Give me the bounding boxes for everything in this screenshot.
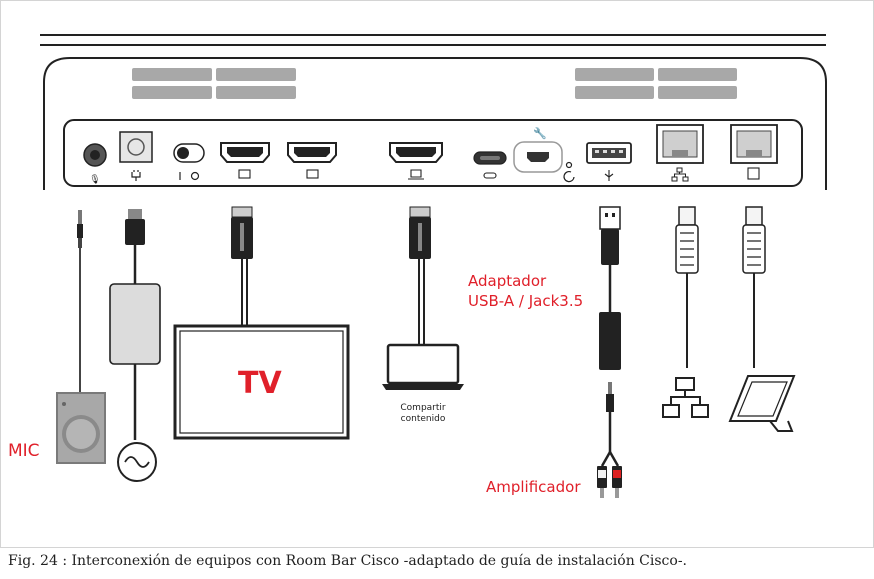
power-port <box>119 131 153 181</box>
power-plug-icon <box>131 170 141 181</box>
power-cable <box>125 209 145 285</box>
adapter-label-line2: USB-A / Jack3.5 <box>468 292 583 310</box>
power-switch <box>173 143 205 181</box>
connector-panel <box>63 119 803 187</box>
hdmi-out-port-2 <box>287 142 337 179</box>
table-microphone <box>56 392 106 464</box>
mic-label: MIC <box>8 441 40 461</box>
micro-usb-service-port: 🔧 <box>513 126 575 183</box>
usb-a-port <box>586 142 632 181</box>
hdmi-cable-laptop <box>409 206 431 345</box>
usb-icon <box>604 170 614 181</box>
ethernet-cable-touch <box>742 206 766 368</box>
laptop-icon <box>408 169 424 180</box>
ac-power-icon <box>117 442 157 482</box>
display-icon <box>306 169 319 179</box>
tv-screen <box>173 324 350 440</box>
ethernet-port-touch-controller <box>730 124 778 180</box>
room-bar-label-blocks <box>132 68 737 99</box>
display-icon <box>238 169 251 179</box>
touch-controller-icon <box>747 167 760 180</box>
share-content-label-line1: Compartir <box>400 403 446 413</box>
hdmi-in-port <box>389 142 443 180</box>
mic-jack-cable <box>77 210 83 395</box>
network-icon <box>671 167 689 182</box>
usb-a-jack-adapter <box>599 206 621 370</box>
adapter-label-line1: Adaptador <box>468 272 547 290</box>
tv-label: TV <box>238 366 282 401</box>
mic-jack-port: 🎙 <box>83 143 107 185</box>
amplifier-rca-cable <box>597 382 622 498</box>
reset-icon <box>563 171 575 183</box>
laptop-device <box>382 343 464 390</box>
hdmi-cable-tv <box>231 206 253 326</box>
hdmi-out-port-1 <box>220 142 270 179</box>
power-adapter <box>109 283 161 365</box>
usb-c-port <box>473 151 507 179</box>
microphone-icon: 🎙 <box>89 174 100 185</box>
network-switch-icon <box>662 377 709 418</box>
amplifier-label: Amplificador <box>486 478 581 496</box>
share-content-label-line2: contenido <box>401 414 446 424</box>
usb-c-icon <box>483 172 497 179</box>
ethernet-cable-network <box>675 206 699 368</box>
room-bar-connection-diagram: 🎙 🔧 <box>8 34 827 498</box>
wrench-icon: 🔧 <box>533 126 547 140</box>
ethernet-port-network <box>656 124 704 182</box>
touch-controller-device <box>728 375 796 432</box>
room-bar-body <box>43 57 827 190</box>
room-bar-top-rails <box>40 34 826 46</box>
figure-caption: Fig. 24 : Interconexión de equipos con R… <box>8 553 687 569</box>
